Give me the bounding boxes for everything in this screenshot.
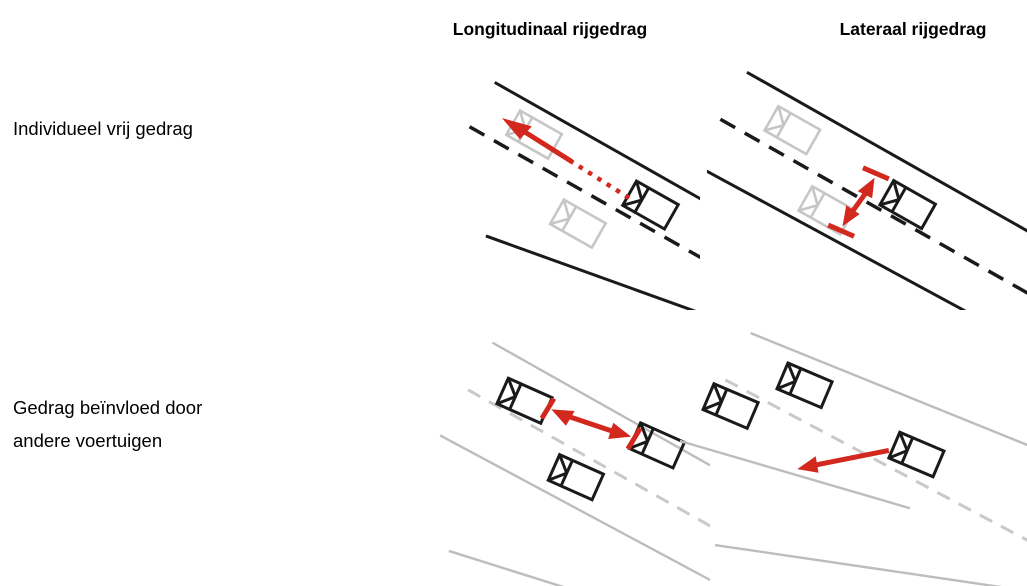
car-icon — [701, 382, 760, 430]
ghost-car-icon — [548, 198, 607, 249]
row-label-influenced-behavior: Gedrag beïnvloed door andere voertuigen — [13, 397, 203, 451]
diagram-influenced-longitudinal — [439, 341, 710, 586]
column-header-longitudinal: Longitudinaal rijgedrag — [452, 19, 648, 39]
car-icon — [775, 361, 834, 410]
road-boundary-line — [746, 70, 1027, 286]
diagram-free-lateral — [707, 70, 1027, 310]
column-header-lateral: Lateraal rijgedrag — [839, 19, 987, 39]
lateral-position-arrow-icon — [827, 165, 890, 239]
row-label-free-behavior: Individueel vrij gedrag — [13, 118, 193, 139]
lane-divider-line — [719, 117, 1027, 310]
road-boundary-line — [439, 434, 710, 586]
speed-arrow-icon — [502, 118, 631, 200]
lane-divider-line — [724, 378, 1027, 577]
diagram-influenced-lateral — [680, 331, 1027, 586]
road-boundary-line — [485, 234, 700, 310]
lane-divider-line — [467, 388, 710, 570]
car-icon — [878, 179, 937, 231]
ghost-car-icon — [763, 104, 822, 156]
lane-divider-line — [468, 125, 700, 306]
diagram-free-longitudinal — [468, 81, 700, 310]
headway-arrow-icon — [539, 397, 643, 451]
road-edge-line — [448, 549, 710, 586]
road-edge-line — [714, 543, 1027, 586]
road-boundary-line — [680, 435, 911, 510]
road-boundary-line — [750, 331, 1027, 488]
road-boundary-line — [707, 167, 1027, 310]
car-icon — [621, 179, 680, 231]
lane-change-arrow-icon — [797, 447, 890, 473]
road-boundary-line — [491, 341, 710, 522]
road-boundary-line — [493, 81, 700, 261]
